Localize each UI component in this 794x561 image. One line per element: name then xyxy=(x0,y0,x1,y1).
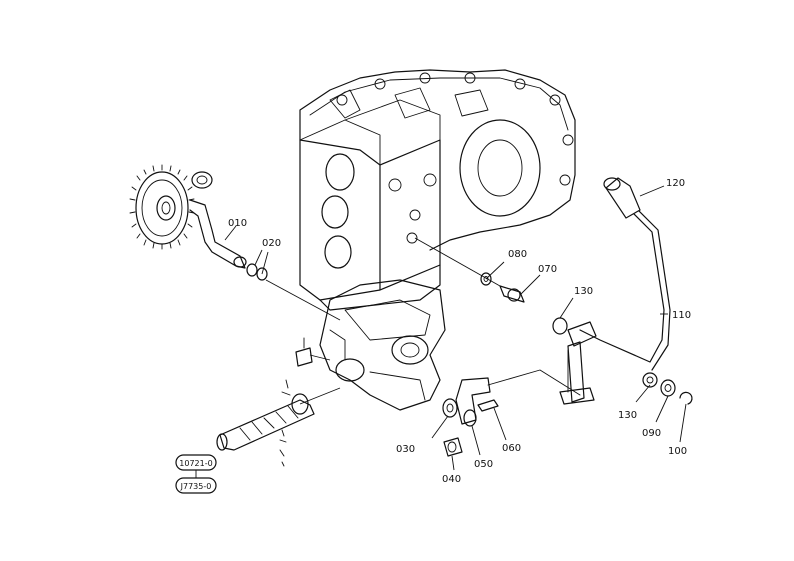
callout-040: 040 xyxy=(442,474,461,485)
shift-rod-010 xyxy=(189,199,247,269)
callout-010: 010 xyxy=(228,218,247,229)
knob-120 xyxy=(603,177,641,219)
callout-120: 120 xyxy=(666,178,685,189)
callout-070: 070 xyxy=(538,264,557,275)
splined-shaft xyxy=(216,379,341,467)
collar-130 xyxy=(642,372,658,388)
callout-090: 090 xyxy=(642,428,661,439)
collar-050 xyxy=(463,409,477,427)
o-ring-020 xyxy=(246,263,268,281)
transmission-housing xyxy=(299,69,576,311)
callout-130-lower: 130 xyxy=(618,410,637,421)
badge-label-1: 10721-0 xyxy=(179,459,212,468)
callout-050: 050 xyxy=(474,459,493,470)
shift-lever-110 xyxy=(579,203,671,371)
badge-frame-2 xyxy=(175,477,217,494)
callout-130-upper: 130 xyxy=(574,286,593,297)
gear-icon xyxy=(129,164,213,250)
callout-080: 080 xyxy=(508,249,527,260)
lower-bracket xyxy=(319,279,446,411)
bolt-040 xyxy=(443,437,463,457)
callout-100: 100 xyxy=(668,446,687,457)
callout-110: 110 xyxy=(672,310,691,321)
badge-label-2: J7735-0 xyxy=(180,482,212,491)
callout-020: 020 xyxy=(262,238,281,249)
clip-100 xyxy=(679,391,693,405)
bolt-part xyxy=(295,337,331,367)
reference-badges: 10721-0 J7735-0 xyxy=(175,454,217,494)
leader-lines xyxy=(224,185,687,471)
washer-090 xyxy=(660,379,676,397)
callout-030: 030 xyxy=(396,444,415,455)
callout-labels: 010 020 030 040 050 060 070 080 090 100 … xyxy=(228,178,691,485)
pin-060 xyxy=(477,399,499,412)
callout-060: 060 xyxy=(502,443,521,454)
bell-crank xyxy=(442,369,581,425)
axis-line-upper xyxy=(414,237,501,287)
